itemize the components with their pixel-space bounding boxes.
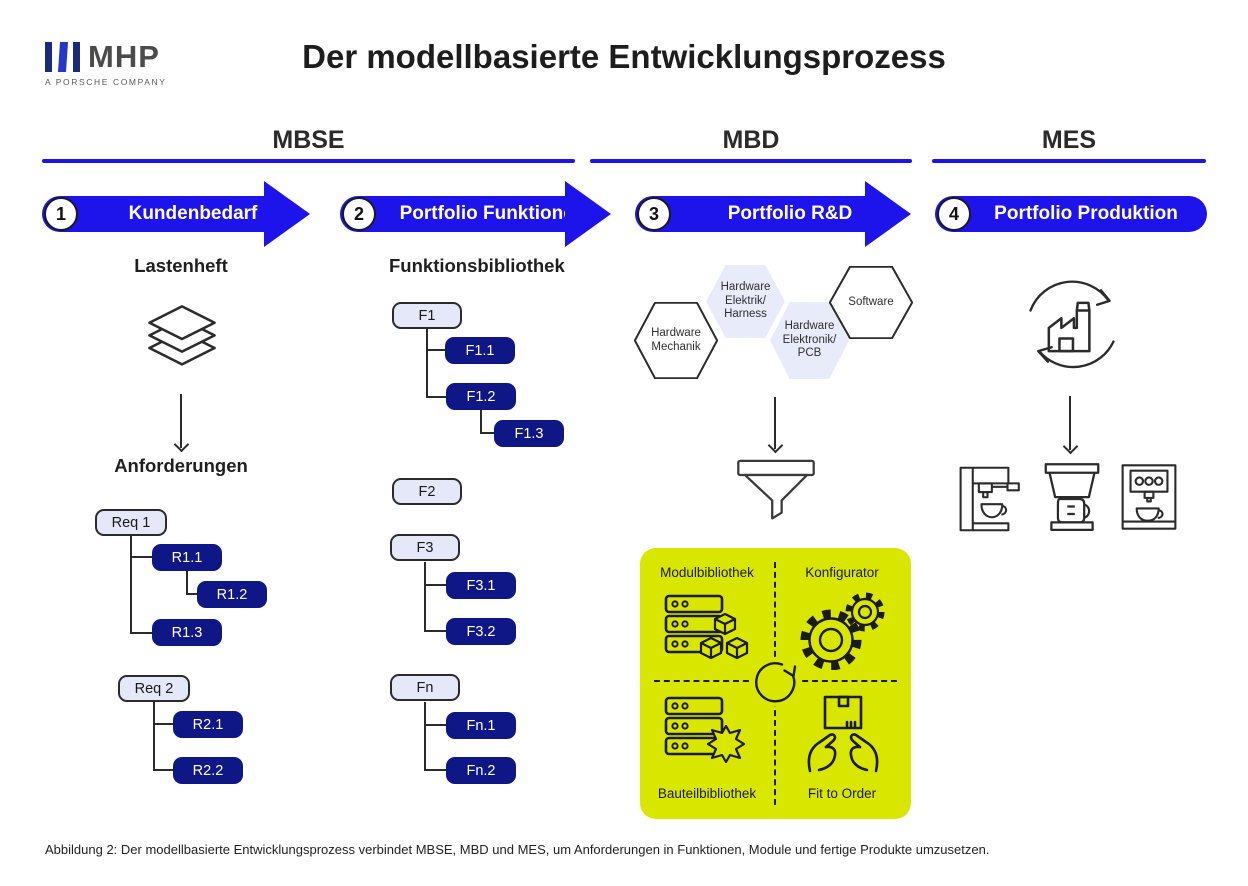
drip-coffee-maker-icon bbox=[1042, 461, 1102, 535]
label-konfigurator: Konfigurator bbox=[805, 565, 879, 580]
heading-funktionsbibliothek: Funktionsbibliothek bbox=[389, 255, 565, 276]
factory-cycle-icon bbox=[1016, 268, 1128, 384]
server-part-icon bbox=[664, 696, 750, 774]
tree-node-fn: Fn bbox=[390, 674, 460, 701]
label-fit-to-order: Fit to Order bbox=[807, 786, 877, 801]
step-label-portfolio-rd: Portfolio R&D bbox=[727, 203, 853, 224]
step-number-4: 4 bbox=[937, 197, 971, 231]
tree-node-f12: F1.2 bbox=[446, 383, 516, 410]
tree-node-f31: F3.1 bbox=[446, 572, 516, 599]
hex-label-line: Elektrik/ bbox=[725, 294, 766, 307]
tree-node-fn1: Fn.1 bbox=[446, 712, 516, 739]
tree-node-f13: F1.3 bbox=[494, 420, 564, 447]
heading-anforderungen: Anforderungen bbox=[114, 455, 248, 476]
section-header-mes: MES bbox=[1041, 126, 1097, 154]
tree-node-req1: Req 1 bbox=[95, 509, 167, 536]
section-header-mbd: MBD bbox=[722, 126, 780, 154]
modular-production-box: Modulbibliothek Konfigurator Bauteilbibl… bbox=[640, 548, 911, 819]
tree-node-f3: F3 bbox=[390, 534, 460, 561]
hex-label-line: Hardware bbox=[720, 280, 771, 293]
section-underline-mbse bbox=[42, 159, 575, 163]
hex-label-line: Elektronik/ bbox=[782, 333, 837, 346]
hands-box-icon bbox=[800, 694, 886, 774]
mhp-logo: MHP A PORSCHE COMPANY bbox=[45, 39, 167, 87]
layers-icon bbox=[144, 299, 220, 379]
down-arrow-mbd bbox=[774, 397, 776, 449]
cycle-arrow-icon bbox=[751, 658, 799, 706]
tree-node-r21: R2.1 bbox=[173, 711, 243, 738]
step-number-1: 1 bbox=[44, 197, 78, 231]
tree-node-r11: R1.1 bbox=[152, 544, 222, 571]
tree-node-r22: R2.2 bbox=[173, 757, 243, 784]
step-number-2: 2 bbox=[342, 197, 376, 231]
hex-label-line: Hardware bbox=[651, 326, 701, 339]
section-header-mbse: MBSE bbox=[272, 126, 345, 154]
tree-node-f2: F2 bbox=[392, 478, 462, 505]
step-number-3: 3 bbox=[637, 197, 671, 231]
funnel-icon bbox=[731, 458, 821, 524]
section-underline-mbd bbox=[590, 159, 912, 163]
page-title: Der modellbasierte Entwicklungsprozess bbox=[302, 38, 946, 75]
figure-caption: Abbildung 2: Der modellbasierte Entwickl… bbox=[45, 842, 990, 857]
label-bauteilbibliothek: Bauteilbibliothek bbox=[657, 786, 757, 801]
gears-icon bbox=[798, 592, 886, 670]
tree-node-f32: F3.2 bbox=[446, 618, 516, 645]
step-label-kundenbedarf: Kundenbedarf bbox=[128, 203, 258, 224]
logo-tagline: A PORSCHE COMPANY bbox=[45, 77, 167, 87]
automatic-coffee-machine-icon bbox=[1120, 461, 1178, 533]
section-underline-mes bbox=[932, 159, 1206, 163]
espresso-machine-icon bbox=[958, 460, 1024, 538]
hex-label-line: PCB bbox=[797, 347, 822, 360]
mhp-logo-icon bbox=[45, 42, 80, 72]
tree-node-r12: R1.2 bbox=[197, 581, 267, 608]
hex-label-line: Software bbox=[848, 295, 894, 308]
down-arrow-mes bbox=[1069, 396, 1071, 450]
step-arrow-kundenbedarf: 1 Kundenbedarf bbox=[42, 181, 310, 247]
tree-node-f11: F1.1 bbox=[445, 337, 515, 364]
hex-label-line: Mechanik bbox=[651, 340, 701, 353]
step-label-portfolio-funktionen: Portfolio Funktionen bbox=[399, 203, 586, 224]
tree-node-f1: F1 bbox=[392, 302, 462, 329]
step-arrow-portfolio-funktionen: 2 Portfolio Funktionen bbox=[340, 181, 611, 247]
label-modulbibliothek: Modulbibliothek bbox=[660, 565, 754, 580]
logo-wordmark: MHP bbox=[88, 39, 160, 74]
tree-node-fn2: Fn.2 bbox=[446, 757, 516, 784]
hex-label-line: Harness bbox=[724, 308, 767, 321]
tree-node-req2: Req 2 bbox=[118, 675, 190, 702]
step-arrow-portfolio-rd: 3 Portfolio R&D bbox=[635, 181, 911, 247]
step-label-portfolio-produktion: Portfolio Produktion bbox=[994, 203, 1178, 224]
step-arrow-portfolio-produktion: 4 Portfolio Produktion bbox=[935, 196, 1207, 232]
server-cubes-icon bbox=[664, 594, 750, 670]
tree-node-r13: R1.3 bbox=[152, 619, 222, 646]
down-arrow-lastenheft bbox=[180, 394, 182, 448]
hexagon-hardware-elektronik: Hardware Elektronik/ PCB bbox=[770, 302, 849, 379]
hexagon-hardware-elektrik: Hardware Elektrik/ Harness bbox=[706, 265, 785, 338]
hex-label-line: Hardware bbox=[784, 319, 835, 332]
hexagon-software: Software bbox=[829, 266, 913, 339]
heading-lastenheft: Lastenheft bbox=[134, 255, 228, 276]
hexagon-hardware-mechanik: Hardware Mechanik bbox=[634, 302, 718, 379]
